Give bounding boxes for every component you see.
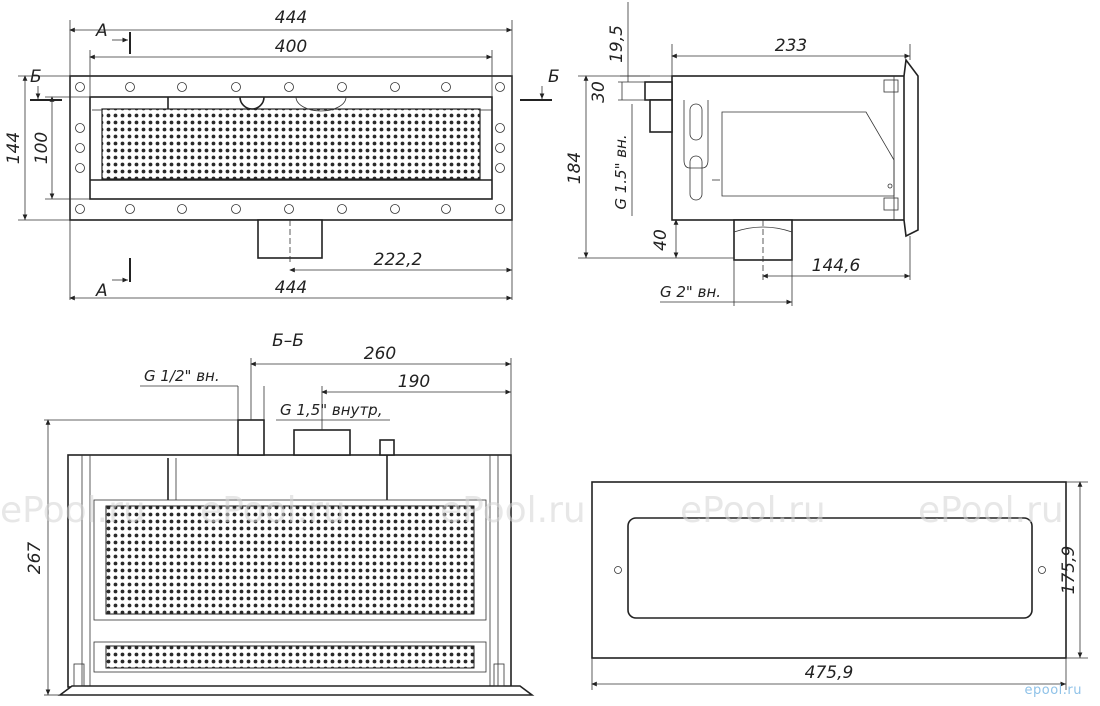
dim-flange-offset: 19,5 xyxy=(607,25,627,63)
front-view-frame xyxy=(591,481,1067,659)
dim-inner-width: 400 xyxy=(275,37,307,57)
front-view-opening xyxy=(627,517,1033,619)
section-a-bottom: А xyxy=(95,281,108,301)
watermark: ePool.ru xyxy=(918,490,1064,531)
bolt-hole xyxy=(495,163,505,173)
bolt-hole xyxy=(231,204,241,214)
dim-overall-width: 444 xyxy=(275,8,307,28)
dim-side-height: 184 xyxy=(565,152,585,184)
section-b-left: Б xyxy=(30,67,42,87)
dim-front-width: 475,9 xyxy=(805,663,854,683)
bolt-hole xyxy=(177,82,187,92)
bolt-hole xyxy=(495,123,505,133)
dim-190: 190 xyxy=(398,372,430,392)
bolt-hole xyxy=(75,163,85,173)
section-pipe-half-inch xyxy=(237,419,265,456)
dim-bottom-width: 444 xyxy=(275,278,307,298)
dim-pipe-center: 144,6 xyxy=(812,256,861,276)
bolt-hole xyxy=(495,143,505,153)
watermark: ePool.ru xyxy=(0,490,146,531)
section-lower-screen xyxy=(105,645,475,669)
section-pipe-15 xyxy=(293,429,351,456)
watermark: ePool.ru xyxy=(440,490,586,531)
dim-depth: 233 xyxy=(775,36,807,56)
bolt-hole xyxy=(390,82,400,92)
bolt-hole xyxy=(75,82,85,92)
side-view-weir xyxy=(721,111,895,197)
bolt-hole xyxy=(75,143,85,153)
dim-260: 260 xyxy=(364,344,396,364)
bolt-hole xyxy=(337,204,347,214)
section-view: Б–Б 267 260 190 xyxy=(25,331,535,696)
dim-pipe-offset: 222,2 xyxy=(374,250,423,270)
bolt-hole xyxy=(284,82,294,92)
top-view: 444 400 444 222,2 144 100 А А Б Б xyxy=(4,8,560,301)
dim-bottom-pipe: 40 xyxy=(651,229,671,251)
label-bottom-thread: G 2" вн. xyxy=(660,283,721,301)
dim-inner-height: 100 xyxy=(32,132,52,164)
bolt-hole xyxy=(75,123,85,133)
side-view-flange xyxy=(903,57,919,238)
bolt-hole xyxy=(337,82,347,92)
section-perforated-screen xyxy=(105,505,475,615)
dim-top-pipe: 30 xyxy=(589,81,609,103)
bolt-hole xyxy=(390,204,400,214)
dim-section-height: 267 xyxy=(25,542,45,575)
top-view-perforated-screen xyxy=(101,108,481,180)
section-base-plate xyxy=(57,685,535,696)
dim-height: 144 xyxy=(4,132,24,164)
label-side-thread: G 1.5" вн. xyxy=(612,134,630,209)
side-view: 233 19,5 30 184 G 1.5" вн. 40 144,6 G 2"… xyxy=(565,2,919,306)
bolt-hole xyxy=(495,204,505,214)
dim-front-height: 175,9 xyxy=(1059,546,1079,595)
bolt-hole xyxy=(441,82,451,92)
front-view: 475,9 175,9 xyxy=(591,481,1088,690)
bolt-hole xyxy=(495,82,505,92)
bolt-hole xyxy=(284,204,294,214)
label-thread-15: G 1,5" внутр, xyxy=(280,401,382,419)
section-title: Б–Б xyxy=(272,331,304,351)
corner-logo: epool.ru xyxy=(1024,683,1082,698)
bolt-hole xyxy=(231,82,241,92)
section-b-right: Б xyxy=(548,67,560,87)
bolt-hole xyxy=(125,82,135,92)
bolt-hole xyxy=(177,204,187,214)
bolt-hole xyxy=(441,204,451,214)
watermarks: ePool.ru ePool.ru ePool.ru ePool.ru ePoo… xyxy=(0,490,1064,531)
watermark: ePool.ru xyxy=(680,490,826,531)
section-a-top: А xyxy=(95,21,108,41)
label-thread-half: G 1/2" вн. xyxy=(144,367,220,385)
bolt-hole xyxy=(75,204,85,214)
top-view-bolt-holes xyxy=(75,82,505,214)
watermark: ePool.ru xyxy=(200,490,346,531)
side-view-top-fitting xyxy=(649,99,673,133)
top-view-opening xyxy=(89,96,493,200)
bolt-hole xyxy=(125,204,135,214)
